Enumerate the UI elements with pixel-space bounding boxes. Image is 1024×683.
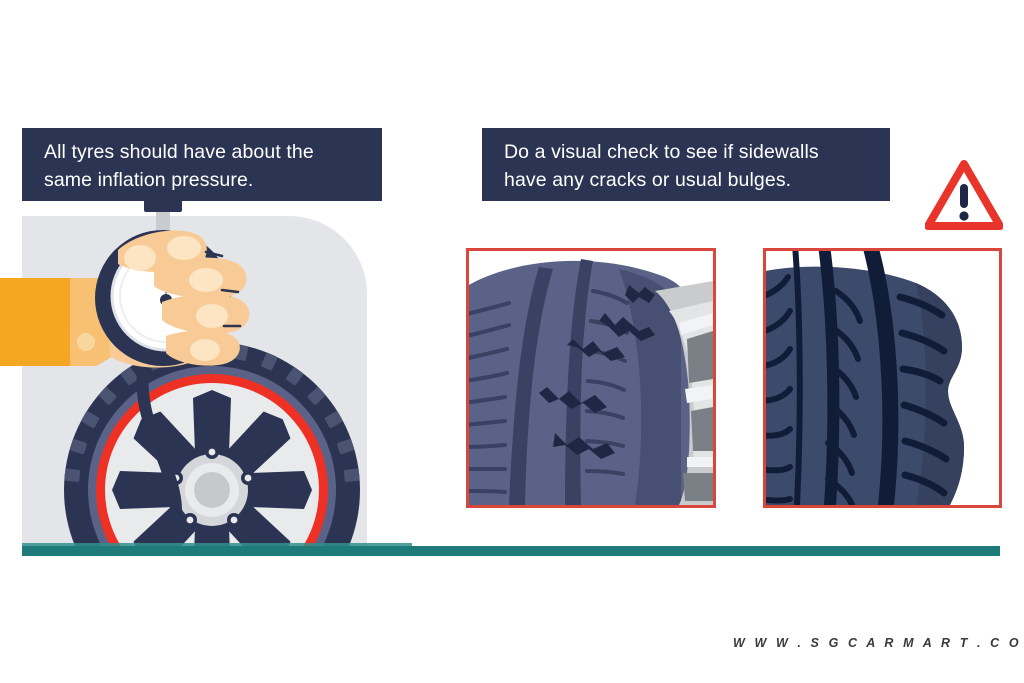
callout-right-line1: Do a visual check to see if sidewalls <box>504 141 819 163</box>
callout-inflation-pressure: All tyres should have about the same inf… <box>22 128 382 201</box>
callout-visual-check: Do a visual check to see if sidewalls ha… <box>482 128 890 201</box>
warning-exclamation-dot <box>959 211 969 221</box>
photo-tyre-bulge <box>763 248 1002 508</box>
callout-left-line1: All tyres should have about the <box>44 141 314 163</box>
warning-exclamation-bar <box>960 184 968 208</box>
tyre-pressure-illustration <box>0 190 430 560</box>
callout-left-line2: same inflation pressure. <box>44 168 254 191</box>
callout-right-line2: have any cracks or usual bulges. <box>504 168 792 191</box>
ground-highlight <box>22 543 412 547</box>
warning-triangle-icon <box>925 160 1003 230</box>
ground-line <box>22 546 1000 556</box>
site-watermark: W W W . S G C A R M A R T . C O M <box>733 636 1024 650</box>
photo-tyre-cracks <box>466 248 716 508</box>
